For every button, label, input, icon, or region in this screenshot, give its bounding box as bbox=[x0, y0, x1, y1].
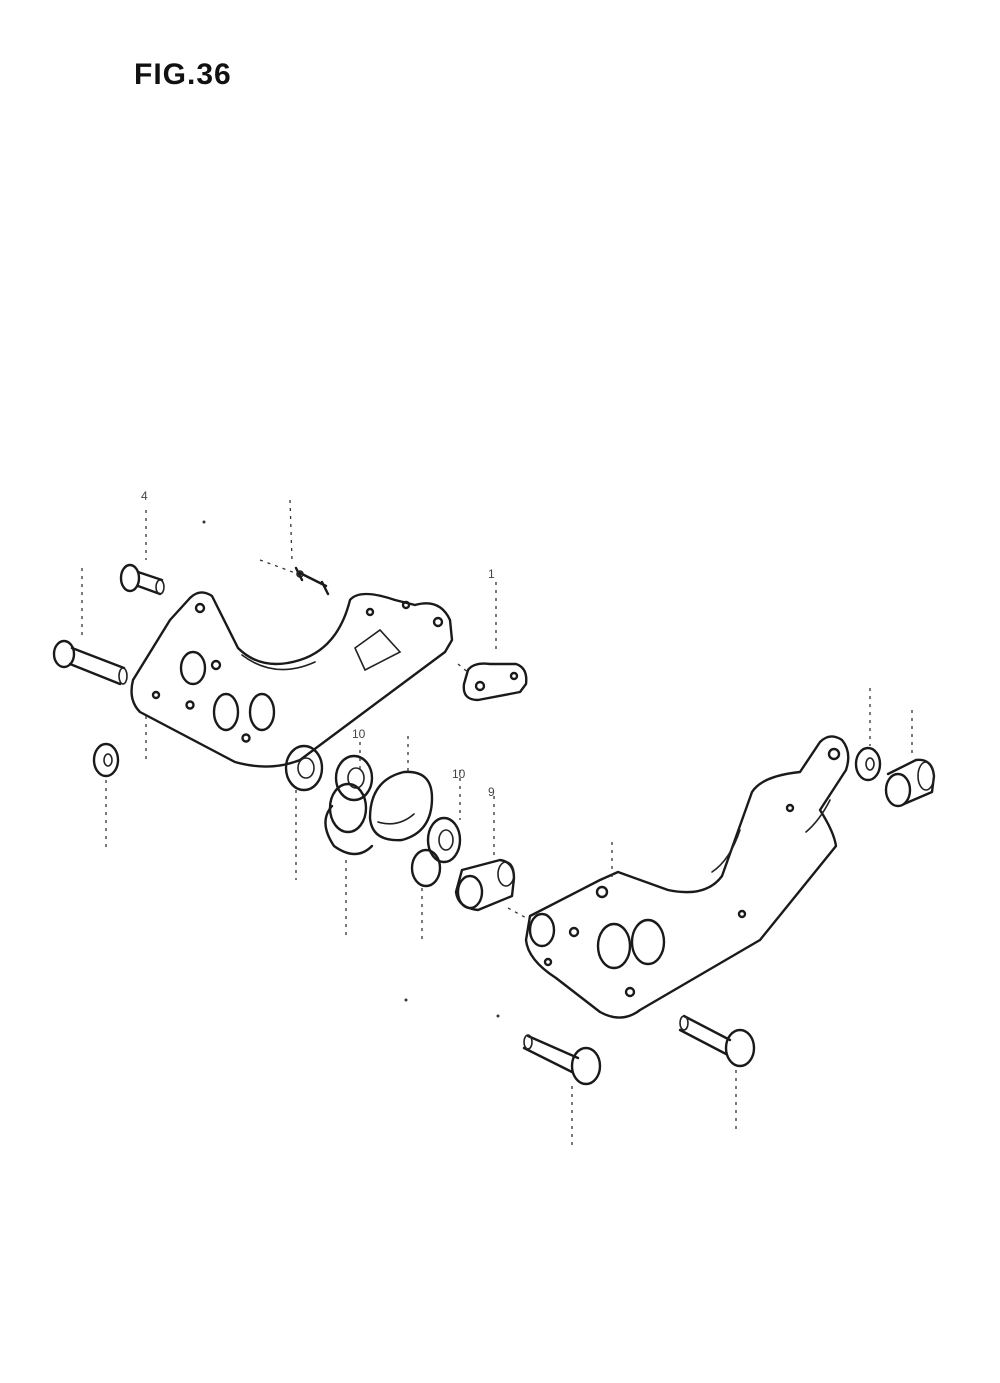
bushing-icon bbox=[324, 782, 374, 856]
callout-label: 1 bbox=[488, 567, 495, 581]
bolt-icon bbox=[884, 758, 936, 808]
nut-icon bbox=[92, 742, 120, 778]
sleeve-icon bbox=[454, 858, 516, 912]
callout-label: 4 bbox=[141, 489, 148, 503]
callout-label: 10 bbox=[452, 767, 466, 781]
screw-icon bbox=[294, 566, 330, 596]
washer-icon bbox=[426, 816, 462, 864]
callout-label: 10 bbox=[352, 727, 366, 741]
stray-mark bbox=[202, 520, 206, 524]
link-piece-icon bbox=[462, 662, 528, 702]
bolt-icon bbox=[678, 1014, 756, 1068]
nut-icon bbox=[854, 746, 882, 782]
leader-lines bbox=[81, 499, 913, 1150]
callout-label: 9 bbox=[488, 785, 495, 799]
stray-mark bbox=[496, 1014, 500, 1018]
figure-title: FIG.36 bbox=[134, 58, 232, 91]
bracket-icon bbox=[524, 735, 850, 1019]
washer-icon bbox=[334, 754, 374, 802]
washer-icon bbox=[410, 848, 442, 888]
long-bolt-icon bbox=[52, 639, 128, 686]
bolt-icon bbox=[119, 563, 165, 596]
left-bracket bbox=[130, 591, 454, 768]
bolt-icon bbox=[522, 1034, 602, 1086]
bushing-icon bbox=[368, 770, 434, 842]
washer-icon bbox=[284, 744, 324, 792]
stray-mark bbox=[404, 998, 408, 1002]
